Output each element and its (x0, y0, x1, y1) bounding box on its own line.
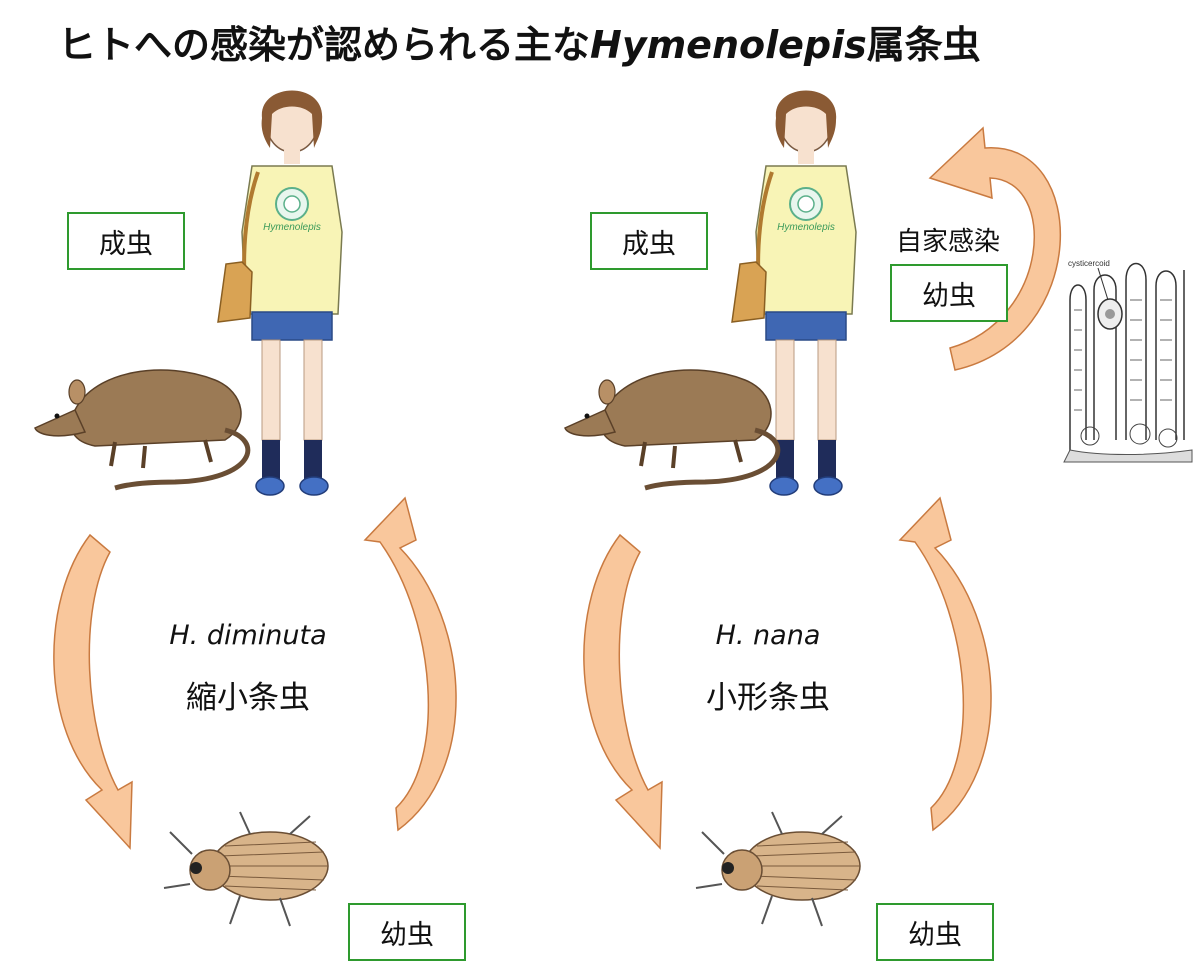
autoinfection-larva-label: 幼虫 (922, 274, 976, 313)
arrow-rat-to-beetle-left (54, 535, 132, 848)
histology-label: cysticercoid (1068, 259, 1110, 268)
arrow-rat-to-beetle-right (584, 535, 662, 848)
rat-host-right (565, 370, 778, 488)
larva-label-left: 幼虫 (380, 913, 434, 952)
autoinfection-label: 自家感染 (878, 221, 1018, 258)
adult-label-left: 成虫 (99, 222, 153, 261)
species-japanese-right: 小形条虫 (668, 672, 868, 717)
beetle-intermediate-host-right (696, 812, 860, 926)
adult-box-left: 成虫 (67, 212, 185, 270)
shirt-text-right: Hymenolepis (777, 222, 835, 233)
larva-box-right: 幼虫 (876, 903, 994, 961)
species-japanese-left: 縮小条虫 (148, 672, 348, 717)
rat-host-left (35, 370, 248, 488)
larva-label-right: 幼虫 (908, 913, 962, 952)
autoinfection-larva-box: 幼虫 (890, 264, 1008, 322)
species-scientific-left: H. diminuta (148, 620, 348, 651)
species-scientific-right: H. nana (668, 620, 868, 651)
larva-box-left: 幼虫 (348, 903, 466, 961)
beetle-intermediate-host-left (164, 812, 328, 926)
arrow-beetle-to-host-right (900, 498, 991, 830)
arrow-beetle-to-host-left (365, 498, 456, 830)
intestinal-villi-histology: cysticercoid (1064, 259, 1192, 462)
adult-box-right: 成虫 (590, 212, 708, 270)
shirt-text-left: Hymenolepis (263, 222, 321, 233)
adult-label-right: 成虫 (622, 222, 676, 261)
